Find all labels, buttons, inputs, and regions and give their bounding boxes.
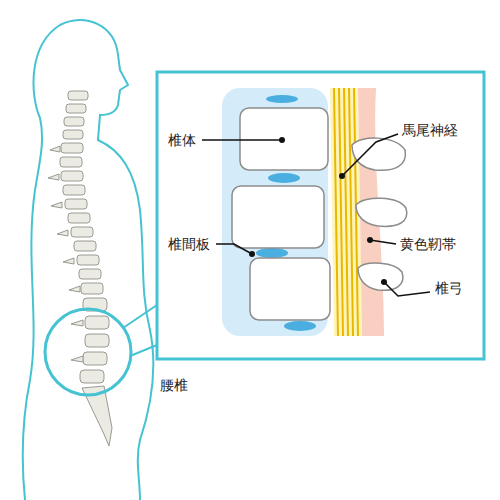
- part-label: 椎体: [168, 131, 196, 149]
- part-label: 腰椎: [160, 376, 188, 394]
- part-label: 椎間板: [168, 235, 210, 253]
- zoom-box: [157, 72, 484, 359]
- leader-dot: [249, 137, 387, 285]
- part-label: 椎弓: [435, 279, 463, 297]
- zoom-circle: [45, 309, 131, 395]
- zoom-line: [123, 305, 157, 328]
- vertebral-arch: [352, 138, 407, 290]
- leader-line: [202, 134, 430, 296]
- zoom-line: [130, 345, 157, 356]
- body-outline: [23, 20, 154, 500]
- cauda-equina: [334, 88, 358, 336]
- part-label: 馬尾神経: [402, 121, 458, 139]
- part-label: 黄色靭帯: [400, 235, 456, 253]
